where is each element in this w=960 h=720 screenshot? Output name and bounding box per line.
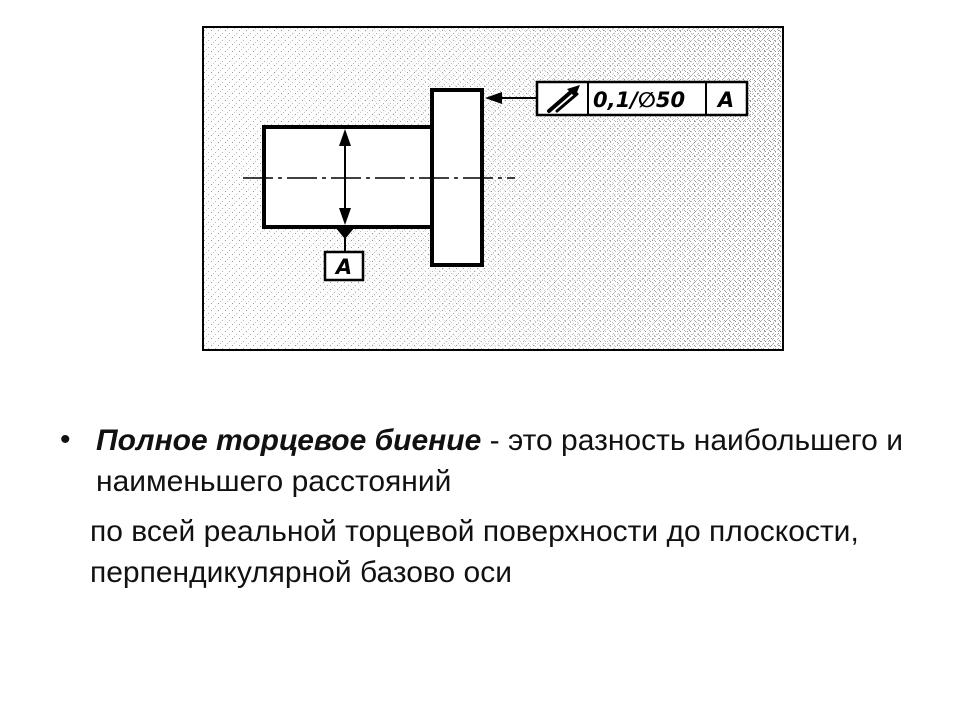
definition-continuation: по всей реальной торцевой поверхности до… [90,515,859,589]
datum-indicator [335,227,355,252]
datum-label-box: A [323,250,365,282]
total-runout-arrow-icon [547,85,580,113]
leader-arrow [485,92,537,104]
definition-term: Полное торцевое биение [96,424,482,457]
definition-paragraph: Полное торцевое биение - это разность на… [96,420,920,502]
tolerance-value: 0,1/∅50 [593,88,685,112]
runout-diagram: A 0,1/∅50 A [202,26,784,351]
tolerance-frame: 0,1/∅50 A [535,80,749,117]
diameter-dimension-arrow [339,129,351,225]
definition-text: - это разность наибольшего и наименьшего… [96,424,903,498]
bullet-marker: • [60,423,71,456]
definition-block: • Полное торцевое биение - это разность … [60,420,920,593]
tolerance-datum: A [716,88,734,112]
datum-label: A [334,255,352,279]
